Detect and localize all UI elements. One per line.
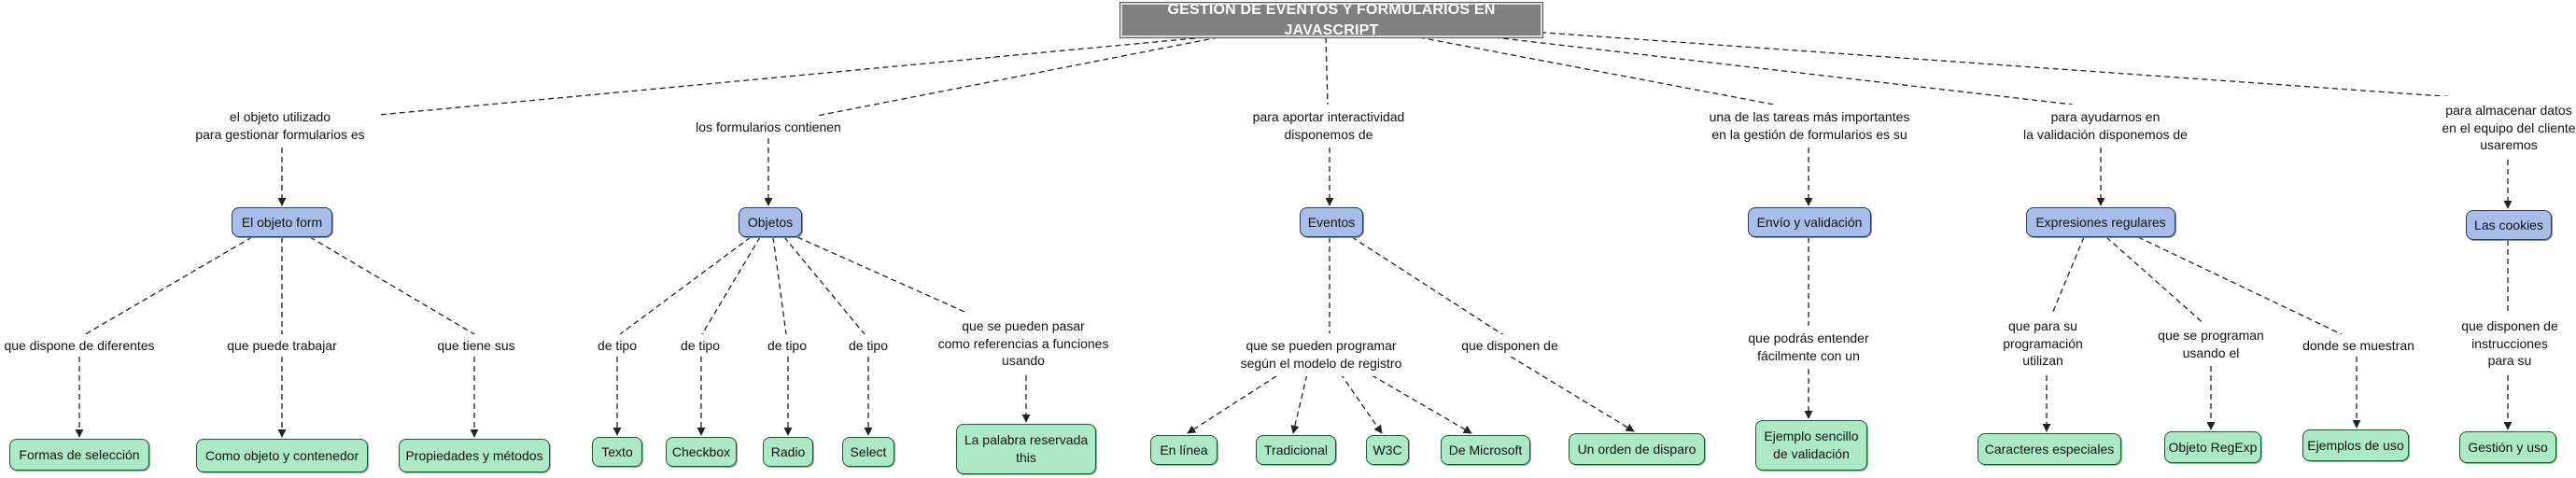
connector-30	[1187, 365, 1293, 434]
leaf-orden-disparo: Un orden de disparo	[1569, 433, 1705, 465]
link-label-trabajar: que puede trabajar	[217, 334, 347, 357]
connector-32	[1334, 365, 1383, 434]
connector-38	[2105, 236, 2206, 326]
link-label-cookies: para almacenar datos en el equipo del cl…	[2425, 96, 2576, 160]
link-label-entender: que podrás entender fácilmente con un	[1733, 326, 1884, 369]
leaf-w3c: W3C	[1366, 435, 1409, 465]
leaf-caracteres-especiales: Caracteres especiales	[1978, 433, 2121, 465]
leaf-checkbox: Checkbox	[666, 437, 737, 467]
connector-12	[81, 236, 253, 337]
connector-5	[1530, 31, 2456, 98]
link-label-referencias: que se pueden pasar como referencias a f…	[926, 312, 1120, 375]
connector-1	[816, 36, 1219, 117]
connector-21	[783, 236, 866, 335]
connector-19	[701, 236, 761, 335]
connector-4	[1493, 36, 2074, 105]
link-label-form: el objeto utilizado para gestionar formu…	[182, 105, 378, 148]
leaf-ejemplo-validacion: Ejemplo sencillo de validación	[1755, 420, 1867, 471]
link-label-tipo-2: de tipo	[671, 334, 729, 357]
leaf-select: Select	[842, 437, 894, 467]
link-label-envio: una de las tareas más importantes en la …	[1697, 105, 1921, 148]
connector-33	[1355, 365, 1472, 434]
leaf-de-microsoft: De Microsoft	[1441, 435, 1530, 465]
concept-objetos: Objetos	[739, 207, 802, 237]
connector-34	[1510, 356, 1635, 432]
concept-cookies: Las cookies	[2466, 210, 2552, 240]
concept-expresiones-regulares: Expresiones regulares	[2026, 207, 2175, 237]
connector-31	[1290, 365, 1310, 434]
connector-3	[1418, 36, 1775, 105]
link-label-donde: donde se muestran	[2293, 334, 2424, 357]
leaf-tradicional: Tradicional	[1256, 435, 1336, 465]
link-label-expresiones: para ayudarnos en la validación disponem…	[2002, 105, 2209, 148]
connector-0	[368, 36, 1205, 117]
leaf-objeto-contenedor: Como objeto y contenedor	[196, 439, 368, 472]
leaf-texto: Texto	[592, 437, 642, 467]
link-label-programar: que se pueden programar según el modelo …	[1232, 333, 1410, 376]
root-title: GESTIÓN DE EVENTOS Y FORMULARIOS EN JAVA…	[1119, 2, 1543, 38]
connector-20	[772, 236, 787, 335]
leaf-radio: Radio	[763, 437, 813, 467]
link-label-su-programacion: que para su programación utilizan	[1994, 312, 2091, 375]
leaf-palabra-this: La palabra reservada this	[956, 424, 1096, 474]
connector-2	[1325, 36, 1329, 105]
leaf-ejemplos-uso: Ejemplos de uso	[2302, 429, 2409, 461]
connector-18	[619, 236, 752, 335]
concept-objeto-form: El objeto form	[232, 207, 332, 237]
leaf-gestion-uso: Gestión y uso	[2459, 431, 2556, 463]
link-label-tipo-4: de tipo	[839, 334, 897, 357]
leaf-propiedades-metodos: Propiedades y métodos	[399, 439, 550, 472]
connector-22	[796, 236, 991, 324]
leaf-en-linea: En línea	[1150, 435, 1218, 465]
leaf-objeto-regexp: Objeto RegExp	[2164, 431, 2261, 463]
link-label-diferentes: que dispone de diferentes	[0, 334, 159, 357]
connector-29	[1351, 236, 1506, 337]
connector-14	[309, 236, 475, 335]
link-label-tipo-1: de tipo	[588, 334, 646, 357]
connector-39	[2137, 236, 2343, 335]
link-label-disponen: que disponen de	[1451, 334, 1569, 357]
link-label-eventos: para aportar interactividad disponemos d…	[1234, 105, 1423, 148]
link-label-usando: que se programan usando el	[2147, 323, 2274, 366]
concept-eventos: Eventos	[1300, 207, 1363, 237]
link-label-objetos: los formularios contienen	[677, 116, 860, 138]
link-label-instrucciones: que disponen de instrucciones para su	[2446, 312, 2573, 375]
leaf-formas-seleccion: Formas de selección	[9, 439, 149, 471]
concept-envio-validacion: Envío y validación	[1748, 207, 1871, 237]
link-label-tipo-3: de tipo	[758, 334, 816, 357]
connector-37	[2051, 236, 2085, 315]
link-label-tiene-sus: que tiene sus	[426, 334, 527, 357]
